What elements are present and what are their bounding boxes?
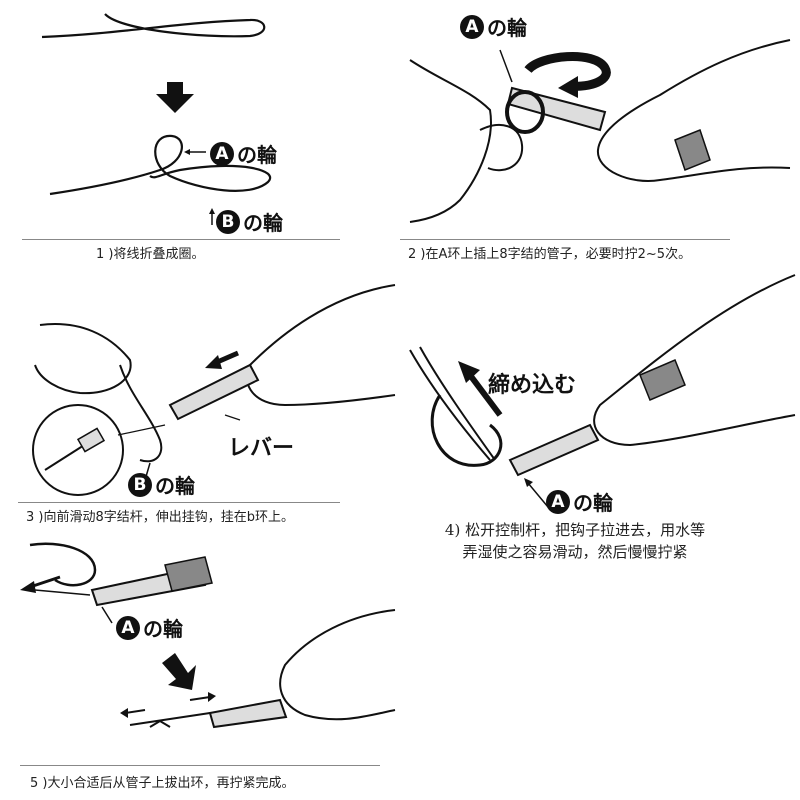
knot-tool	[506, 86, 607, 132]
circle-b-badge: B	[216, 209, 240, 234]
circle-a-badge: A	[210, 141, 234, 166]
loop-suffix: の輪	[143, 617, 183, 641]
arrowhead-icon	[558, 76, 578, 98]
lever-label: レバー	[228, 436, 295, 461]
step-4-caption-line-1: 4) 松开控制杆，把钩子拉进去，用水等	[444, 521, 706, 539]
circle-b-badge: B	[128, 472, 152, 497]
knotted-line	[129, 712, 211, 726]
arrowhead-icon	[20, 581, 36, 593]
tighten-label: 締め込む	[488, 373, 577, 398]
knot-tool	[508, 423, 600, 477]
knot-tool	[208, 698, 288, 729]
hook-tube	[76, 427, 106, 453]
pointer-line	[527, 482, 549, 508]
right-hand	[245, 284, 396, 407]
line-end	[409, 349, 491, 461]
line-end	[419, 346, 496, 461]
caption-rule	[20, 765, 380, 766]
pull-arrow-icon	[29, 575, 61, 589]
step-5-caption: 5 )大小合适后从管子上拔出环，再拧紧完成。	[30, 776, 295, 791]
arrowhead-icon	[208, 692, 216, 702]
right-hand	[596, 39, 791, 182]
circle-a-badge: A	[116, 615, 140, 640]
step-3-illustration	[32, 284, 396, 496]
cuff	[674, 129, 711, 171]
loop-suffix: の輪	[487, 16, 527, 40]
loop-a	[505, 90, 545, 134]
arrowhead-icon	[120, 708, 128, 718]
caption-rule	[18, 502, 340, 503]
step-1-illustration	[41, 13, 272, 225]
step-4-caption: 4) 松开控制杆，把钩子拉进去，用水等 弄湿使之容易滑动，然后慢慢拧紧	[395, 519, 755, 563]
step-4-illustration	[409, 274, 796, 508]
rotation-arrow-icon	[524, 52, 611, 91]
loop-suffix: の輪	[243, 211, 283, 235]
tighten-arrow-icon	[467, 373, 503, 417]
pointer-line	[499, 49, 513, 83]
pointer-line	[101, 606, 113, 624]
caption-rule	[22, 239, 340, 240]
step-5-illustration	[20, 542, 396, 729]
arrowhead-icon	[458, 361, 480, 383]
tube-line	[34, 589, 91, 596]
step-4-caption-line-2: 弄湿使之容易滑动，然后慢慢拧紧	[462, 543, 688, 561]
arrowhead-icon	[209, 208, 215, 214]
two-loops	[49, 134, 272, 196]
tightening-loop	[430, 394, 503, 467]
left-arrow-icon	[124, 709, 146, 714]
cuff	[639, 359, 686, 401]
caption-rule	[400, 239, 730, 240]
step-1-caption: 1 )将线折叠成圈。	[96, 247, 205, 262]
right-arrow-icon	[189, 696, 211, 701]
thumb	[479, 124, 524, 172]
step-2-caption: 2 )在A环上插上8字结的管子，必要时拧2~5次。	[408, 247, 692, 262]
loop-suffix: の輪	[573, 491, 613, 515]
loop-b	[119, 364, 163, 463]
lever-pointer	[224, 414, 241, 421]
left-hand	[409, 59, 492, 223]
left-hand	[34, 323, 132, 395]
circle-a-badge: A	[460, 14, 484, 39]
folded-line	[41, 13, 266, 39]
knot	[149, 719, 171, 728]
down-arrow-icon	[156, 82, 194, 113]
tool-grip	[164, 556, 213, 592]
right-hand	[593, 274, 796, 447]
arrowhead-icon	[205, 355, 222, 369]
finished-loop	[29, 542, 97, 587]
arrowhead-icon	[524, 478, 533, 487]
loop-suffix: の輪	[155, 474, 195, 498]
loop-suffix: の輪	[237, 143, 277, 167]
arrowhead-icon	[184, 149, 190, 155]
right-hand	[279, 609, 396, 721]
knot-tool	[168, 363, 260, 421]
circle-a-badge: A	[546, 489, 570, 514]
pointer-line	[117, 424, 166, 436]
step-3-caption: 3 )向前滑动8字结杆，伸出挂钩，挂在b环上。	[26, 510, 294, 525]
step-2-illustration	[409, 39, 791, 223]
down-arrow-icon	[162, 653, 196, 690]
